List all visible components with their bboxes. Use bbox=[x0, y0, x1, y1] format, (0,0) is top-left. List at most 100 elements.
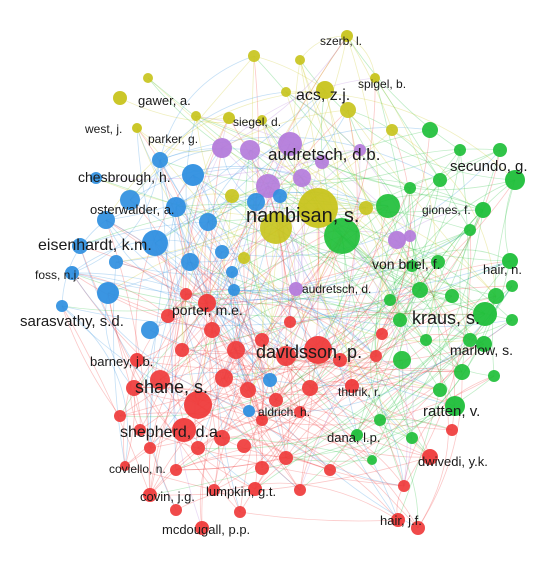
node-covin[interactable] bbox=[143, 488, 157, 502]
network-edge bbox=[154, 129, 431, 244]
network-edge bbox=[247, 389, 431, 458]
node-coviello[interactable] bbox=[120, 461, 130, 471]
network-edge bbox=[149, 297, 401, 331]
network-edge bbox=[181, 349, 456, 407]
network-edge bbox=[285, 91, 441, 391]
network-edge bbox=[213, 333, 383, 491]
network-edge bbox=[243, 257, 401, 321]
network-edge bbox=[347, 109, 441, 181]
network-edge bbox=[356, 179, 441, 436]
network-edge bbox=[411, 249, 511, 267]
node-sarasvathy[interactable] bbox=[97, 282, 119, 304]
network-edge bbox=[223, 377, 258, 490]
node-porter[interactable] bbox=[198, 294, 216, 312]
network-node bbox=[281, 87, 291, 97]
network-edge bbox=[285, 239, 398, 357]
node-acs[interactable] bbox=[316, 81, 334, 99]
node-barney[interactable] bbox=[130, 353, 144, 367]
network-edge bbox=[105, 159, 161, 221]
node-parker[interactable] bbox=[212, 138, 232, 158]
node-szerb[interactable] bbox=[341, 30, 353, 42]
network-edge bbox=[149, 221, 209, 449]
network-edge bbox=[197, 404, 405, 487]
network-edge bbox=[105, 219, 263, 341]
node-hair_n[interactable] bbox=[502, 253, 518, 269]
node-nambisan[interactable] bbox=[298, 188, 338, 228]
network-edge bbox=[403, 229, 472, 487]
node-osterwalder[interactable] bbox=[166, 197, 186, 217]
node-secundo[interactable] bbox=[505, 170, 525, 190]
network-edge bbox=[61, 305, 129, 467]
network-edge bbox=[233, 229, 471, 292]
network-edge bbox=[301, 161, 341, 361]
node-davidsson[interactable] bbox=[304, 336, 332, 364]
network-edge bbox=[159, 159, 383, 335]
network-edge bbox=[159, 91, 287, 161]
node-dana[interactable] bbox=[351, 429, 363, 441]
network-node bbox=[161, 309, 175, 323]
node-dwivedi[interactable] bbox=[422, 449, 438, 465]
node-mcdougall[interactable] bbox=[195, 521, 209, 535]
network-edge bbox=[167, 221, 209, 317]
network-node bbox=[225, 189, 239, 203]
label-coviello: coviello, n. bbox=[109, 462, 166, 476]
network-edge bbox=[139, 206, 184, 431]
network-edge bbox=[206, 302, 453, 431]
network-edge bbox=[207, 221, 471, 259]
network-node bbox=[454, 144, 466, 156]
network-node bbox=[367, 455, 377, 465]
node-foss[interactable] bbox=[65, 266, 79, 280]
network-node bbox=[240, 382, 256, 398]
network-node bbox=[181, 253, 199, 271]
node-von_briel[interactable] bbox=[388, 231, 406, 249]
network-edge bbox=[159, 251, 223, 381]
network-edge bbox=[167, 288, 235, 317]
node-shepherd[interactable] bbox=[172, 418, 196, 442]
network-edge bbox=[425, 149, 501, 341]
node-marlow[interactable] bbox=[476, 336, 492, 352]
label-hair_jf: hair, j.f. bbox=[380, 513, 422, 528]
network-edge bbox=[195, 115, 377, 357]
node-audretsch_d[interactable] bbox=[289, 282, 303, 296]
network-edge bbox=[204, 221, 287, 459]
node-lumpkin[interactable] bbox=[248, 482, 262, 496]
network-edge bbox=[159, 265, 413, 381]
node-shane[interactable] bbox=[184, 391, 212, 419]
node-gawer[interactable] bbox=[113, 91, 127, 105]
network-node bbox=[446, 424, 458, 436]
node-hair_jf[interactable] bbox=[391, 513, 405, 527]
network-edge bbox=[275, 260, 511, 401]
network-edge bbox=[381, 261, 439, 335]
node-chesbrough[interactable] bbox=[182, 164, 204, 186]
label-osterwalder: osterwalder, a. bbox=[90, 202, 175, 217]
network-edge bbox=[289, 77, 376, 323]
network-edge bbox=[107, 292, 497, 318]
network-edge bbox=[159, 261, 439, 381]
network-edge bbox=[233, 289, 271, 381]
node-siegel[interactable] bbox=[223, 112, 235, 124]
label-von_briel: von briel, f. bbox=[372, 256, 440, 272]
node-ratten[interactable] bbox=[445, 396, 465, 416]
node-kraus[interactable] bbox=[473, 302, 497, 326]
network-node bbox=[215, 369, 233, 387]
network-node bbox=[359, 201, 373, 215]
network-node bbox=[506, 314, 518, 326]
node-thurik[interactable] bbox=[345, 379, 359, 393]
network-node bbox=[143, 73, 153, 83]
node-giones[interactable] bbox=[475, 202, 491, 218]
network-node bbox=[215, 245, 229, 259]
network-edge bbox=[181, 109, 349, 351]
node-audretsch_db[interactable] bbox=[278, 132, 302, 156]
node-west[interactable] bbox=[132, 123, 142, 133]
network-edge bbox=[221, 109, 349, 149]
node-spigel[interactable] bbox=[370, 73, 380, 83]
network-node bbox=[393, 313, 407, 327]
label-covin: covin, j.g. bbox=[140, 489, 195, 504]
node-eisenhardt[interactable] bbox=[142, 230, 168, 256]
label-audretsch_db: audretsch, d.b. bbox=[268, 145, 380, 164]
network-edge bbox=[223, 55, 259, 379]
network-edge bbox=[261, 367, 463, 421]
network-edge bbox=[187, 147, 223, 263]
node-aldrich[interactable] bbox=[243, 405, 255, 417]
network-edge bbox=[374, 77, 437, 341]
